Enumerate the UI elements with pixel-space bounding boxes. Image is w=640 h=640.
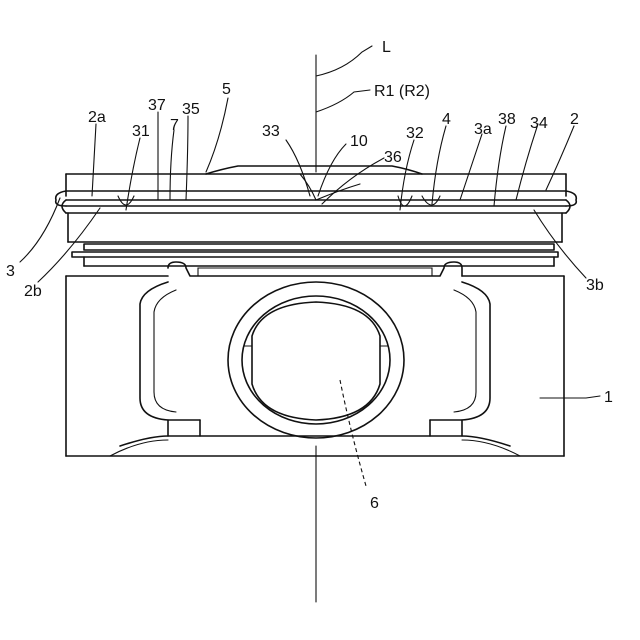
label-1: 1: [604, 389, 613, 406]
piston-pin-boss: [228, 282, 404, 438]
crown-dome: [206, 166, 422, 174]
label-2a: 2a: [88, 109, 106, 126]
label-38: 38: [498, 111, 516, 128]
label-6: 6: [370, 495, 379, 512]
label-2b: 2b: [24, 283, 42, 300]
label-10: 10: [350, 133, 368, 150]
label-36: 36: [384, 149, 402, 166]
skirt-windows: [140, 282, 490, 436]
label-37: 37: [148, 97, 166, 114]
label-3a: 3a: [474, 121, 492, 138]
label-5: 5: [222, 81, 231, 98]
piston-crown: [66, 174, 566, 206]
label-35: 35: [182, 101, 200, 118]
label-7: 7: [170, 117, 179, 134]
label-4: 4: [442, 111, 451, 128]
label-R1-R2: R1 (R2): [374, 83, 430, 100]
label-31: 31: [132, 123, 150, 140]
label-2: 2: [570, 111, 579, 128]
piston-ring-upper: [56, 191, 577, 213]
label-3: 3: [6, 263, 15, 280]
piston-rings-lower: [72, 244, 558, 266]
label-33: 33: [262, 123, 280, 140]
label-32: 32: [406, 125, 424, 142]
ring-land: [68, 213, 562, 242]
label-34: 34: [530, 115, 548, 132]
label-axis-L: L: [382, 39, 391, 56]
label-3b: 3b: [586, 277, 604, 294]
